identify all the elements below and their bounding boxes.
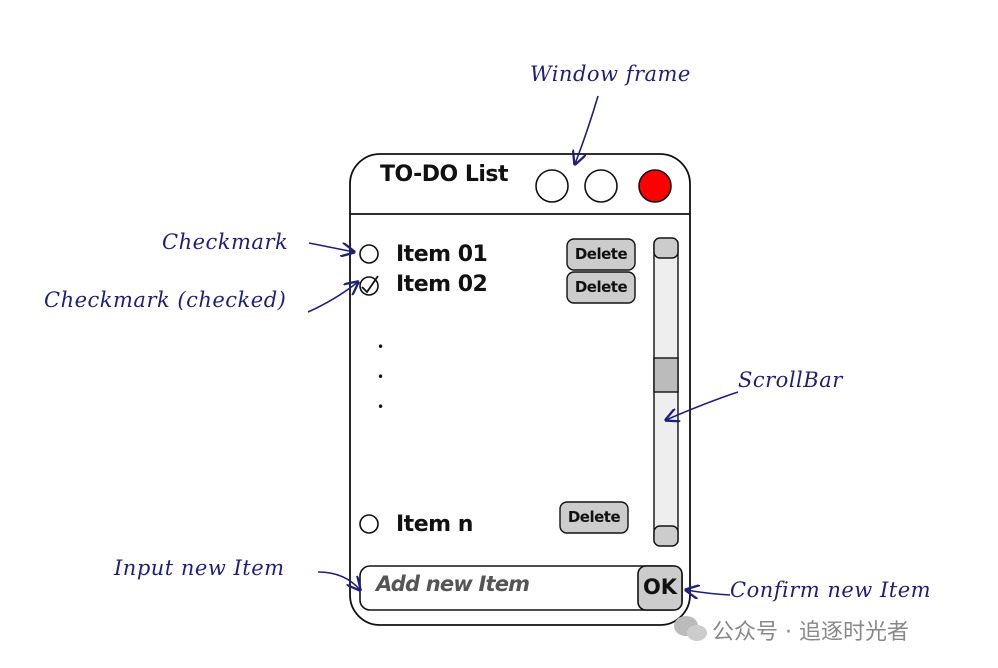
checkbox-item-01[interactable] <box>359 244 379 264</box>
delete-label-02: Delete <box>574 278 628 296</box>
arrow-input-new-item <box>317 571 360 590</box>
item-label-02: Item 02 <box>396 272 488 297</box>
ellipsis-dot-1: • <box>377 340 385 354</box>
delete-button-item-01[interactable] <box>566 238 636 271</box>
new-item-placeholder: Add new Item <box>376 572 530 596</box>
checkmark-icon <box>361 275 379 294</box>
wechat-logo-icon <box>674 616 707 641</box>
close-button[interactable] <box>638 169 672 203</box>
delete-label-01: Delete <box>574 245 628 263</box>
delete-label-n: Delete <box>567 508 621 526</box>
annotation-checkmark-checked: Checkmark (checked) <box>44 288 287 312</box>
arrow-window-frame <box>575 95 599 164</box>
annotation-arrows <box>307 95 739 595</box>
item-label-n: Item n <box>396 512 473 537</box>
ok-button[interactable] <box>637 565 683 611</box>
minimize-button[interactable] <box>535 169 569 203</box>
checkbox-item-n[interactable] <box>359 514 379 534</box>
maximize-button[interactable] <box>584 169 618 203</box>
annotation-checkmark: Checkmark <box>162 230 289 254</box>
arrow-confirm-new-item <box>686 590 731 595</box>
delete-button-item-n[interactable] <box>559 501 629 534</box>
window-frame <box>349 153 691 626</box>
scrollbar-thumb[interactable] <box>653 357 679 393</box>
arrow-scrollbar <box>666 391 739 420</box>
delete-button-item-02[interactable] <box>566 271 636 304</box>
ok-button-label: OK <box>642 575 678 599</box>
arrow-checkmark-checked <box>307 282 358 313</box>
ellipsis-dot-2: • <box>377 370 385 384</box>
arrow-checkmark <box>308 242 354 252</box>
window-title: TO-DO List <box>380 162 509 187</box>
item-label-01: Item 01 <box>396 242 488 267</box>
annotation-scrollbar: ScrollBar <box>738 368 843 392</box>
annotation-window-frame: Window frame <box>530 62 691 86</box>
annotation-confirm-new-item: Confirm new Item <box>730 578 932 602</box>
scroll-down-arrow[interactable] <box>653 525 679 547</box>
checkbox-item-02[interactable] <box>359 275 379 296</box>
watermark: 公众号 · 追逐时光者 <box>712 620 909 645</box>
annotation-input-new-item: Input new Item <box>114 556 285 580</box>
ellipsis-dot-3: • <box>377 400 385 414</box>
scroll-up-arrow[interactable] <box>653 237 679 259</box>
